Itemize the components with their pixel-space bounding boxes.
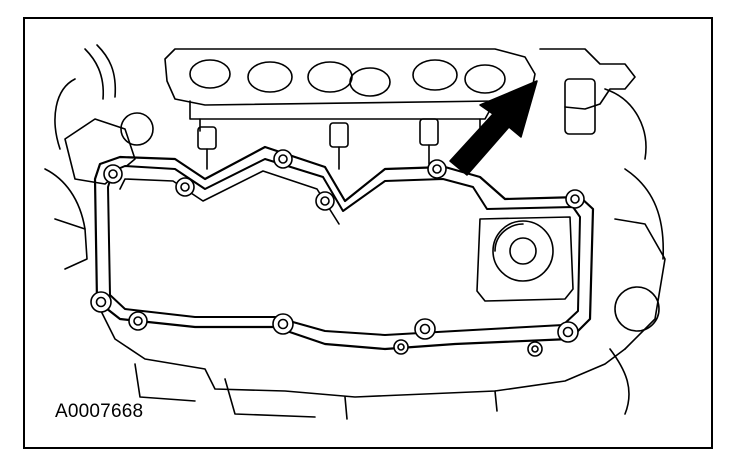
left-side-components: [44, 44, 154, 270]
intake-manifold: [164, 48, 536, 132]
engine-cover-illustration: [44, 44, 666, 420]
cover-bolts: [90, 149, 585, 357]
bolt-icon: [527, 341, 543, 357]
bolt-icon: [565, 189, 585, 209]
bolt-icon: [90, 291, 112, 313]
valve-cover: [107, 158, 581, 336]
gasket-outline: [93, 145, 595, 351]
bolt-icon: [128, 311, 148, 331]
bolt-icon: [414, 318, 436, 340]
bolt-icon: [315, 191, 335, 211]
bolt-icon: [103, 164, 123, 184]
valve-cover-ridge: [119, 170, 340, 225]
pointer-arrow-icon: [449, 80, 538, 176]
bolt-icon: [273, 149, 293, 169]
bolt-icon: [427, 159, 447, 179]
bolt-icon: [393, 339, 409, 355]
bolt-icon: [557, 321, 579, 343]
figure-id-label: A0007668: [55, 401, 144, 422]
bolt-icon: [175, 177, 195, 197]
diagram-frame: A0007668: [23, 17, 713, 449]
bolt-icon: [272, 313, 294, 335]
right-side-components: [539, 48, 666, 415]
fuel-injectors: [197, 118, 439, 170]
engine-block-lower: [99, 308, 626, 420]
oil-filler-cap: [476, 216, 574, 302]
